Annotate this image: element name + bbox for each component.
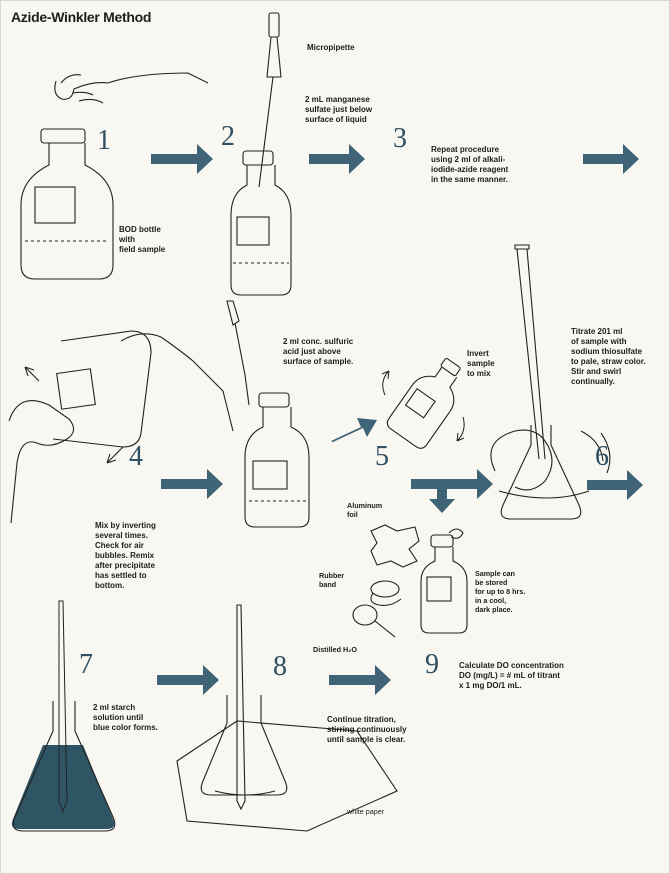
step-number-7: 7 [79, 649, 93, 680]
inverted-bottle [386, 357, 461, 449]
step-number-9: 9 [425, 649, 439, 680]
white-paper-label: white paper [347, 807, 385, 816]
storage-note: Sample can be stored for up to 8 hrs. in… [475, 569, 526, 614]
aluminum-foil [370, 524, 420, 568]
step1-illustration [20, 72, 209, 280]
micropipette-label: Micropipette [307, 43, 355, 52]
arrow-2-3 [309, 144, 365, 174]
wash-bulb [352, 604, 378, 626]
step4-illustration [8, 330, 234, 524]
step6-text: Titrate 201 ml of sample with sodium thi… [571, 327, 646, 386]
step-number-6: 6 [595, 441, 609, 472]
step-number-8: 8 [273, 651, 287, 682]
arrow-5-invert [331, 418, 377, 442]
invert-arrows [381, 370, 465, 442]
step8-illustration [176, 604, 398, 832]
step5-illustration [226, 300, 310, 528]
rubber-band-label: Rubber band [319, 571, 345, 589]
step4-text: Mix by inverting several times. Check fo… [95, 521, 156, 590]
step-number-2: 2 [221, 121, 235, 152]
arrow-6-7 [587, 470, 643, 500]
page-title: Azide-Winkler Method [11, 9, 152, 25]
step6-illustration [490, 244, 611, 520]
rubber-band [370, 580, 400, 598]
arrow-8-9 [329, 665, 391, 695]
step9-text: Calculate DO concentration DO (mg/L) = #… [459, 661, 564, 690]
storage-illustration [352, 524, 468, 638]
flow-arrows [151, 144, 643, 695]
step8-text: Continue titration, stirring continuousl… [327, 715, 407, 744]
arrow-7-8 [157, 665, 219, 695]
arrow-5-store [429, 479, 455, 513]
arrow-3-4 [583, 144, 639, 174]
step-number-3: 3 [393, 123, 407, 154]
arrow-4-5 [161, 469, 223, 499]
foil-label: Aluminum foil [347, 501, 383, 519]
arrow-5-6 [411, 469, 493, 499]
step7-illustration [11, 600, 116, 832]
step7-text: 2 ml starch solution until blue color fo… [93, 703, 158, 732]
invert-text: Invert sample to mix [467, 349, 495, 378]
step-number-5: 5 [375, 441, 389, 472]
step5-text: 2 ml conc. sulfuric acid just above surf… [283, 337, 354, 366]
distilled-water-label: Distilled H₂O [313, 645, 357, 654]
step2-text: 2 mL manganese sulfate just below surfac… [305, 95, 373, 124]
step1-text: BOD bottle with field sample [119, 225, 166, 254]
step-number-1: 1 [97, 125, 111, 156]
arrow-1-2 [151, 144, 213, 174]
step-number-4: 4 [129, 441, 143, 472]
step2-illustration [230, 12, 292, 296]
step3-text: Repeat procedure using 2 ml of alkali- i… [431, 145, 509, 184]
